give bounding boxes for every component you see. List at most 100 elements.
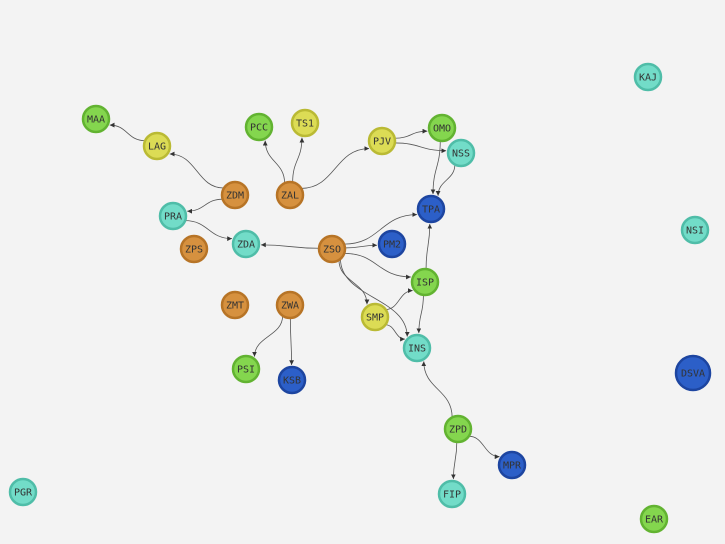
edge-SMP-INS [385,324,405,342]
node-circle[interactable] [317,234,347,264]
node-circle[interactable] [443,414,473,444]
node-zpd[interactable]: ZPD [443,414,473,444]
edge-ZPD-MPR [468,435,500,460]
node-circle[interactable] [244,112,274,142]
edge-ZSO-ZDA [260,242,320,249]
node-circle[interactable] [410,267,440,297]
node-label: ZDA [237,240,255,251]
node-maa[interactable]: MAA [81,104,111,134]
edge-SMP-ISP [385,288,413,310]
node-label: PSI [237,365,255,376]
node-tpa[interactable]: TPA [416,194,446,224]
edge-ZDM-PRA [187,198,223,214]
node-circle[interactable] [416,194,446,224]
node-label: ZPS [185,245,203,256]
node-zwa[interactable]: ZWA [275,290,305,320]
node-smp[interactable]: SMP [360,302,390,332]
node-pm2[interactable]: PM2 [377,229,407,259]
edge-ZWA-KSB [289,317,294,366]
node-label: PCC [250,123,268,134]
edge-ZAL-PJV [301,146,370,189]
node-circle[interactable] [446,138,476,168]
node-zso[interactable]: ZSO [317,234,347,264]
node-circle[interactable] [639,504,669,534]
node-nsi[interactable]: NSI [680,215,710,245]
node-nss[interactable]: NSS [446,138,476,168]
node-circle[interactable] [377,229,407,259]
node-circle[interactable] [179,234,209,264]
node-circle[interactable] [437,479,467,509]
node-label: PJV [373,137,391,148]
node-zmt[interactable]: ZMT [220,290,250,320]
node-label: NSS [452,149,470,160]
node-label: DSVA [681,369,705,380]
node-label: ZSO [323,245,341,256]
node-circle[interactable] [367,126,397,156]
node-pcc[interactable]: PCC [244,112,274,142]
node-zps[interactable]: ZPS [179,234,209,264]
node-ear[interactable]: EAR [639,504,669,534]
node-circle[interactable] [158,201,188,231]
node-ksb[interactable]: KSB [277,365,307,395]
node-label: PGR [14,488,33,499]
node-circle[interactable] [8,477,38,507]
node-label: MAA [87,115,105,126]
node-zal[interactable]: ZAL [275,180,305,210]
node-fip[interactable]: FIP [437,479,467,509]
node-circle[interactable] [220,290,250,320]
node-zdm[interactable]: ZDM [220,180,250,210]
node-label: ZAL [281,191,299,202]
node-label: TS1 [296,119,314,130]
node-isp[interactable]: ISP [410,267,440,297]
edge-LAG-MAA [109,122,146,142]
edge-ZAL-PCC [262,140,286,184]
node-mpr[interactable]: MPR [497,450,527,480]
node-label: PRA [164,212,182,223]
node-label: NSI [686,226,704,237]
node-circle[interactable] [231,354,261,384]
node-circle[interactable] [275,180,305,210]
node-pgr[interactable]: PGR [8,477,38,507]
node-circle[interactable] [674,354,712,392]
node-kaj[interactable]: KAJ [633,62,663,92]
node-circle[interactable] [427,113,457,143]
node-circle[interactable] [290,108,320,138]
node-circle[interactable] [81,104,111,134]
node-circle[interactable] [402,333,432,363]
node-circle[interactable] [275,290,305,320]
node-label: KAJ [639,73,657,84]
node-ins[interactable]: INS [402,333,432,363]
node-circle[interactable] [142,131,172,161]
node-dsva[interactable]: DSVA [674,354,712,392]
node-label: PM2 [383,240,401,251]
node-label: ISP [416,278,434,289]
node-label: FIP [443,490,461,501]
node-circle[interactable] [680,215,710,245]
edge-ZSO-ISP [344,252,411,280]
node-circle[interactable] [220,180,250,210]
node-label: ZPD [449,425,467,436]
edge-PRA-ZDA [185,220,232,242]
node-circle[interactable] [360,302,390,332]
node-circle[interactable] [633,62,663,92]
edge-ISP-INS [416,294,424,334]
edge-OMO-TPA [430,140,441,195]
node-pjv[interactable]: PJV [367,126,397,156]
node-circle[interactable] [231,229,261,259]
edge-ZPD-FIP [450,441,458,480]
node-circle[interactable] [277,365,307,395]
node-omo[interactable]: OMO [427,113,457,143]
node-ts1[interactable]: TS1 [290,108,320,138]
node-label: EAR [645,515,664,526]
node-lag[interactable]: LAG [142,131,172,161]
node-psi[interactable]: PSI [231,354,261,384]
edge-ZWA-PSI [252,315,284,357]
node-label: INS [408,344,426,355]
node-zda[interactable]: ZDA [231,229,261,259]
edge-ZDM-LAG [169,151,224,189]
node-circle[interactable] [497,450,527,480]
node-label: OMO [433,124,451,135]
node-pra[interactable]: PRA [158,201,188,231]
edge-PJV-NSS [394,142,447,154]
